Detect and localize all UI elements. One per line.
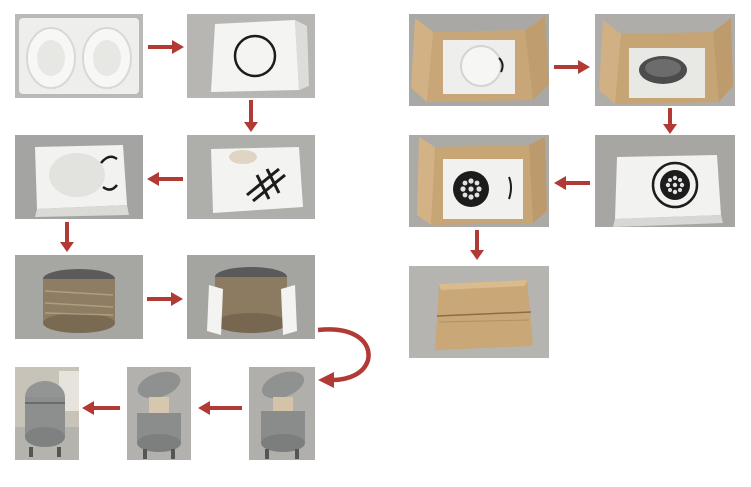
arrow-right	[148, 40, 184, 54]
photo-sealed-box	[409, 266, 549, 358]
photo-assembled-grill	[15, 367, 79, 460]
arrow-down	[244, 100, 258, 132]
photo-foam-tray	[15, 14, 143, 98]
photo-foam-block-ring	[187, 14, 315, 98]
arrow-down	[60, 222, 74, 252]
arrow-down	[470, 230, 484, 260]
photo-foam-lid-grate	[595, 135, 735, 227]
photo-box-with-grate	[409, 135, 549, 227]
photo-grill-assembly-2	[249, 367, 315, 460]
arrow-left	[147, 172, 183, 186]
arrow-left	[554, 176, 590, 190]
curved-arrow	[316, 322, 374, 388]
photo-wrapped-base	[15, 255, 143, 339]
photo-open-box	[409, 14, 549, 106]
arrow-down	[663, 108, 677, 134]
photo-base-foam-corners	[187, 255, 315, 339]
arrow-right	[554, 60, 590, 74]
arrow-left	[82, 401, 120, 415]
photo-foam-cradle	[15, 135, 143, 219]
photo-box-packed	[595, 14, 735, 106]
arrow-right	[147, 292, 183, 306]
arrow-left	[198, 401, 242, 415]
photo-foam-block-rack	[187, 135, 315, 219]
photo-grill-assembly-1	[127, 367, 191, 460]
